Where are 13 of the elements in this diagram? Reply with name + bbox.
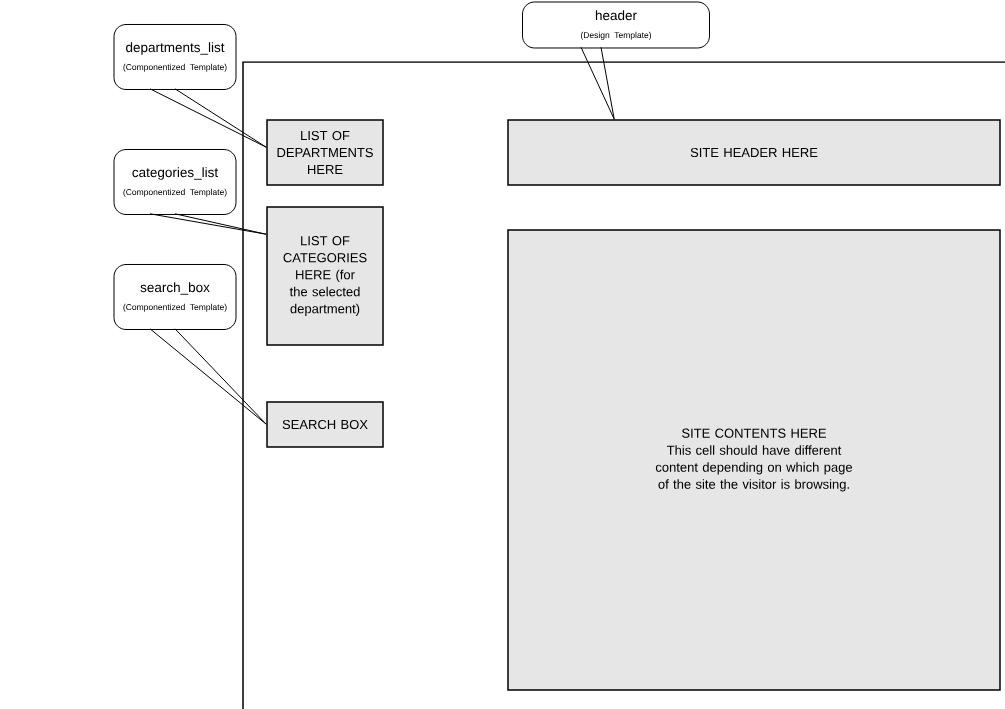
callout-pointer: [149, 328, 267, 425]
layout-box: LIST OF CATEGORIES HERE (for the selected department): [266, 206, 384, 346]
callout-bubble: departments_list (Componentized Template): [113, 24, 237, 90]
callout-pointer: [580, 46, 615, 120]
layout-box: SITE HEADER HERE: [507, 119, 1001, 186]
callout-pointer: [149, 88, 267, 148]
layout-box: SITE CONTENTS HERE This cell should have different content depending on which page of the site the visitor is browsing.: [507, 229, 1001, 691]
callout-bubble: header (Design Template): [522, 1, 710, 49]
layout-box: LIST OF DEPARTMENTS HERE: [266, 119, 384, 186]
callout-pointer: [149, 213, 267, 235]
callout-bubble: search_box (Componentized Template): [113, 264, 237, 330]
callout-bubble: categories_list (Componentized Template): [113, 149, 237, 215]
layout-box: SEARCH BOX: [266, 401, 384, 448]
